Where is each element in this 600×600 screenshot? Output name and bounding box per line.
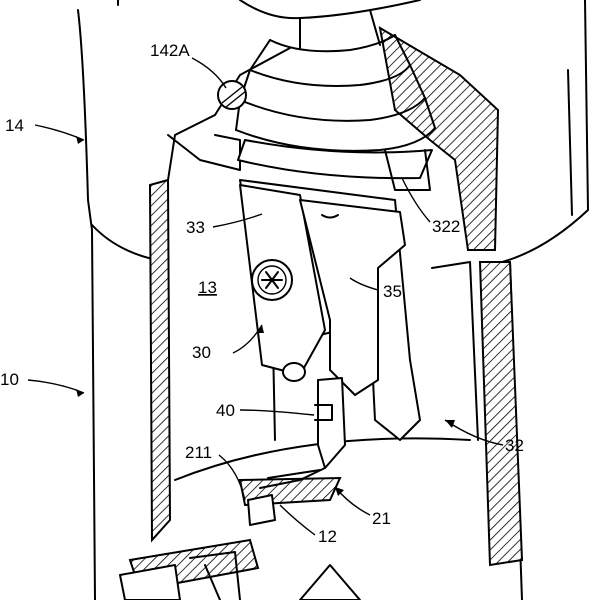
label-10: 10 [0,370,19,389]
label-322: 322 [432,217,460,236]
label-211: 211 [185,443,212,462]
label-12: 12 [318,527,337,546]
label-33: 33 [186,218,205,237]
plunger-40 [314,377,346,469]
plate-322 [237,139,433,191]
screw-142a [217,80,247,110]
label-13: 13 [198,278,217,297]
label-30: 30 [192,343,211,362]
label-35: 35 [383,282,402,301]
bottom-terminals [119,551,361,600]
actuator-35 [299,199,406,396]
phillips-screw [251,259,293,301]
roller [282,362,306,382]
label-32: 32 [505,436,524,455]
label-40: 40 [216,401,235,420]
leader-lines [27,57,504,536]
label-14: 14 [5,116,24,135]
label-21: 21 [372,509,391,528]
section-walls [128,26,524,592]
label-142a: 142A [150,41,190,60]
leader-arrowheads [76,136,455,496]
outer-cap [77,0,589,266]
bellows [235,0,436,152]
contact-arm [247,467,326,526]
